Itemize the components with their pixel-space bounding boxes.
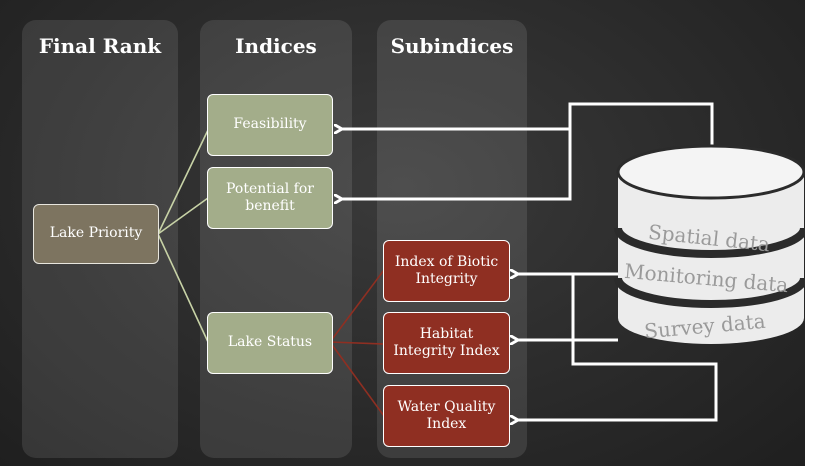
connector-status-biotic [329,269,385,343]
node-habitat-integrity-index[interactable]: Habitat Integrity Index [383,312,510,374]
node-index-of-biotic-integrity[interactable]: Index of Biotic Integrity [383,240,510,302]
node-water-quality-index[interactable]: Water Quality Index [383,385,510,447]
database-cylinder-icon [614,144,805,344]
connector-priority-benefit [157,197,209,235]
data-arrows [342,102,718,420]
connector-status-habitat [329,341,385,345]
connector-status-water [329,341,385,417]
status-connectors [329,269,385,417]
node-lake-priority[interactable]: Lake Priority [33,204,159,264]
arrow-to-feasibility [342,102,714,158]
connectors-layer [157,102,805,466]
column-title-final-rank: Final Rank [38,34,162,58]
arrow-to-benefit [342,129,572,199]
priority-connectors [157,129,209,343]
node-feasibility[interactable]: Feasibility [207,94,333,156]
column-indices: Indices [200,20,352,458]
connector-priority-status [157,233,209,343]
diagram-canvas: Final Rank Indices Subindices [0,0,805,466]
column-title-indices: Indices [235,34,317,58]
arrow-to-habitat [518,272,718,420]
node-potential-for-benefit[interactable]: Potential for benefit [207,167,333,229]
node-lake-status[interactable]: Lake Status [207,312,333,374]
connector-priority-feasibility [157,129,209,235]
column-title-subindices: Subindices [390,34,514,58]
